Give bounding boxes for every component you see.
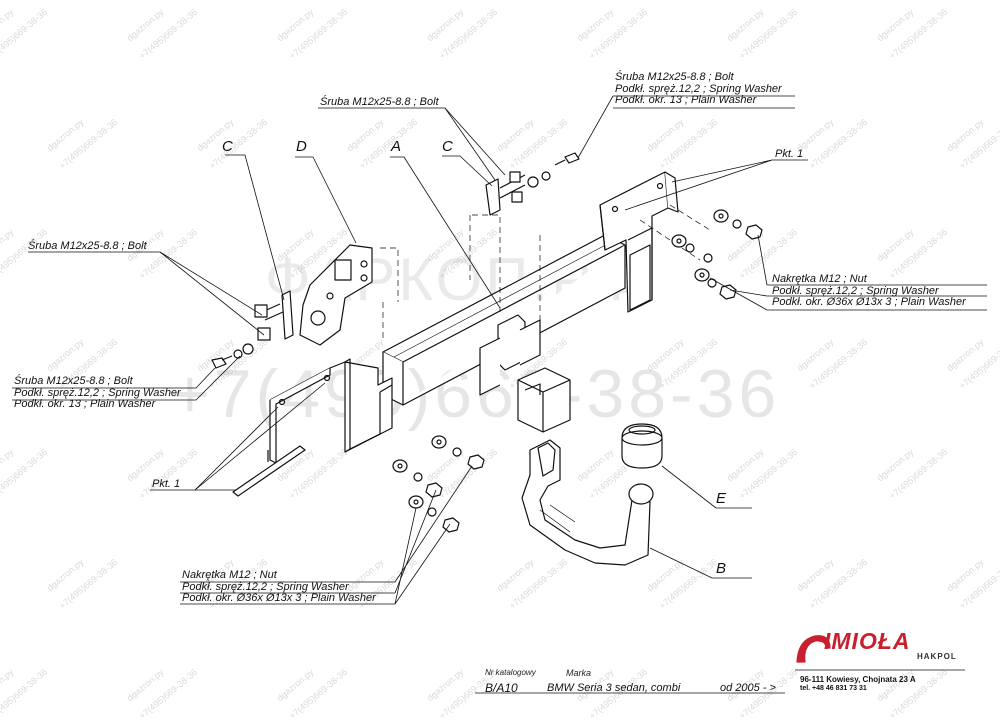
ball-cap-e xyxy=(621,423,663,469)
part-letter-c-right: C xyxy=(442,138,453,155)
part-letter-a: A xyxy=(391,138,402,155)
part-letter-c-left: C xyxy=(222,138,233,155)
part-letter-e: E xyxy=(716,490,727,507)
company-phone: tel. +48 46 831 73 31 xyxy=(800,685,867,692)
label-bolt-lower-left: Śruba M12x25-8.8 ; Bolt Podkł. spręż.12,… xyxy=(14,375,181,411)
right-bracket xyxy=(599,171,679,313)
label-pkt-right: Pkt. 1 xyxy=(775,148,804,160)
label-line: Podkł. spręż.12,2 ; Spring Washer xyxy=(615,82,782,95)
label-bolt-top-center: Śruba M12x25-8.8 ; Bolt xyxy=(320,96,439,108)
label-line: Podkł. spręż.12,2 ; Spring Washer xyxy=(182,580,349,593)
label-bolt-left: Śruba M12x25-8.8 ; Bolt xyxy=(28,240,147,252)
right-washers xyxy=(671,209,763,300)
company-logo: IMIOŁA xyxy=(824,628,911,654)
label-pkt-left: Pkt. 1 xyxy=(152,478,181,490)
crossbar-a xyxy=(382,234,626,406)
company-address: 96-111 Kowiesy, Chojnata 23 A xyxy=(800,675,916,684)
label-line: Podkł. okr. Ø36x Ø13x 3 ; Plain Washer xyxy=(772,296,966,308)
catalog-header: Nr katalogowy xyxy=(485,668,536,677)
mount-plate-d xyxy=(299,244,373,346)
company-subtitle: HAKPOL xyxy=(917,652,957,661)
pins xyxy=(232,445,306,497)
part-letter-d: D xyxy=(296,138,307,155)
label-line: Podkł. okr. Ø36x Ø13x 3 ; Plain Washer xyxy=(182,592,376,604)
vehicle-model: BMW Seria 3 sedan, combi xyxy=(547,682,681,694)
bottom-washers xyxy=(392,435,485,533)
label-line: Śruba M12x25-8.8 ; Bolt xyxy=(14,375,133,387)
model-year-range: od 2005 - > xyxy=(720,682,776,694)
right-c-bracket xyxy=(485,171,526,216)
label-bolt-top-right: Śruba M12x25-8.8 ; Bolt Podkł. spręż.12,… xyxy=(615,71,782,107)
part-letter-b: B xyxy=(716,560,727,577)
label-line: Podkł. spręż.12,2 ; Spring Washer xyxy=(14,386,181,399)
logo-hook xyxy=(796,635,831,663)
label-line: Nakrętka M12 ; Nut xyxy=(182,569,277,581)
label-line: Podkł. spręż.12,2 ; Spring Washer xyxy=(772,284,939,297)
label-nut-bottom: Nakrętka M12 ; Nut Podkł. spręż.12,2 ; S… xyxy=(182,569,376,605)
left-c-bracket xyxy=(254,290,294,341)
ball-neck-b xyxy=(521,439,654,566)
socket-mount xyxy=(479,314,541,396)
label-line: Podkł. okr. 13 ; Plain Washer xyxy=(615,94,757,106)
label-line: Podkł. okr. 13 ; Plain Washer xyxy=(14,398,156,410)
left-bracket xyxy=(269,358,393,464)
label-line: Śruba M12x25-8.8 ; Bolt xyxy=(615,71,734,83)
catalog-number: B/A10 xyxy=(485,681,518,695)
label-nut-right: Nakrętka M12 ; Nut Podkł. spręż.12,2 ; S… xyxy=(772,273,966,309)
hitch-block xyxy=(517,367,571,433)
towbar-exploded-drawing xyxy=(12,95,987,694)
brand-header: Marka xyxy=(566,668,592,678)
label-line: Nakrętka M12 ; Nut xyxy=(772,273,867,285)
left-bolts xyxy=(211,152,580,369)
